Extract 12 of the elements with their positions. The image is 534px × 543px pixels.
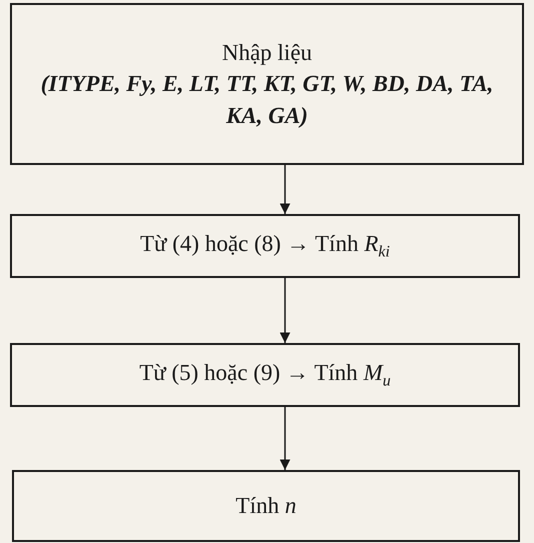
- step-label: Từ (4) hoặc (8) → Tính R$_{ki}$: [140, 230, 390, 263]
- arrow: [280, 407, 290, 470]
- parameter-list: (ITYPE, Fy, E, LT, TT, KT, GT, W, BD, DA, TA, KA, GA): [12, 68, 522, 131]
- process-box: [10, 3, 524, 165]
- process-box: [10, 343, 520, 407]
- arrow: [280, 278, 290, 343]
- arrow: [280, 165, 290, 214]
- process-box: [12, 470, 520, 542]
- step-label: Từ (5) hoặc (9) → Tính M$_{u}$: [139, 359, 391, 392]
- step-label: Nhập liệu: [222, 39, 312, 68]
- step-label: Tính n: [236, 492, 296, 520]
- process-box: [10, 214, 520, 278]
